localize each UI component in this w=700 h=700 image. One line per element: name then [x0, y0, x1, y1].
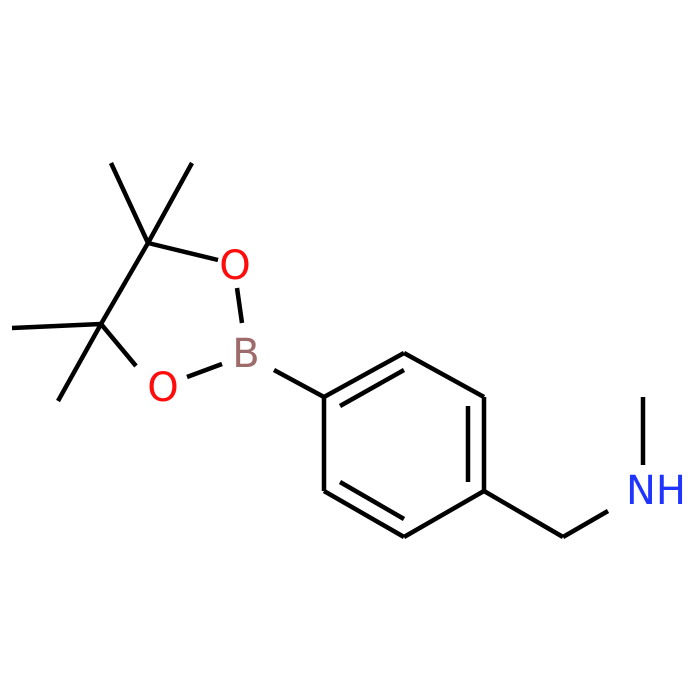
bond-ring-2: [402, 351, 486, 399]
bond-ring-double-1: [338, 368, 406, 408]
bond-ring-double-3: [338, 480, 406, 521]
bond-ring-1: [322, 351, 406, 399]
bond-ch2-n: [561, 509, 610, 539]
bond-ring-5: [322, 489, 406, 539]
bond-methyl-4: [56, 322, 103, 403]
bond-methyl-3: [11, 321, 102, 331]
atom-boron: B: [232, 331, 259, 377]
bond-o-b-lower: [186, 361, 223, 380]
bond-b-aryl: [272, 368, 326, 399]
bond-o-b-upper: [234, 287, 245, 324]
atom-oxygen-lower: O: [147, 365, 178, 411]
bond-aryl-ch2: [482, 489, 565, 539]
bond-c-o-upper: [147, 240, 219, 263]
bond-c-o-lower: [99, 322, 138, 368]
atom-nitrogen: NH: [626, 468, 686, 514]
bond-c-c-ring: [99, 241, 150, 326]
atom-oxygen-upper: O: [219, 243, 250, 289]
bond-methyl-2: [146, 161, 194, 245]
bond-methyl-1: [108, 162, 151, 244]
bond-ring-4: [402, 489, 486, 539]
